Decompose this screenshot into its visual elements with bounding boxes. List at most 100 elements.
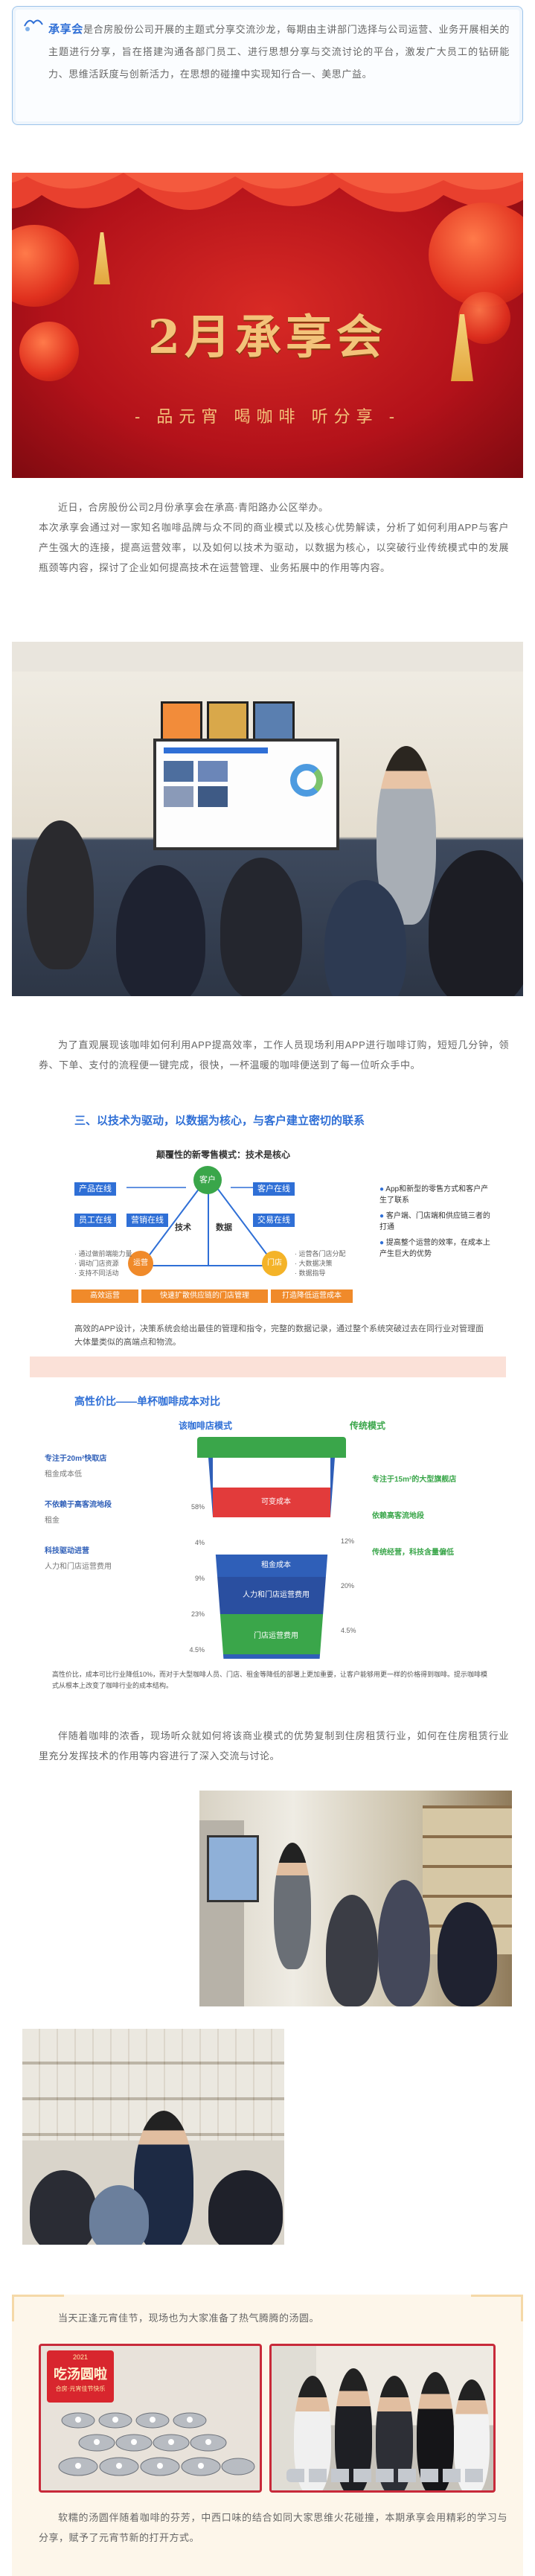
audience-member bbox=[378, 1880, 430, 2006]
intro-corner-icon bbox=[23, 17, 44, 34]
small-right-list: · 运营各门店分配 · 大数据决策 · 数据指导 bbox=[295, 1249, 354, 1278]
paragraph-intro: 近日，合房股份公司2月份承享会在承高·青阳路办公区举办。 本次承享会通过对一家知… bbox=[39, 502, 509, 573]
photo-discussion-2 bbox=[22, 2029, 284, 2245]
small-right-item: · 大数据决策 bbox=[295, 1260, 333, 1267]
slide-bullets: ● App和新型的零售方式和客户产生了联系 ● 客户端、门店端和供应链三者的打通… bbox=[379, 1184, 491, 1260]
box-transaction-online: 交易在线 bbox=[253, 1214, 295, 1227]
small-left-item: · 支持不同活动 bbox=[74, 1269, 119, 1277]
slide-footnote: 高性价比，成本可比行业降低10%，而对于大型咖啡人员、门店、租金等降低的部署上更… bbox=[52, 1671, 488, 1689]
audience-member bbox=[89, 2185, 149, 2245]
slide-image: 三、以技术为驱动，以数据为核心，与客户建立密切的联系 颠覆性的新零售模式：技术是… bbox=[30, 1102, 506, 1705]
audience-member bbox=[208, 2170, 283, 2245]
tangyuan-poster: 2021 吃汤圆啦 合房·元宵佳节快乐 bbox=[47, 2350, 114, 2403]
photo-tangyuan: 2021 吃汤圆啦 合房·元宵佳节快乐 bbox=[39, 2344, 262, 2493]
pct-right-item: 20% bbox=[341, 1582, 355, 1590]
bar-efficient-ops: 高效运营 bbox=[71, 1289, 138, 1303]
audience-member bbox=[116, 865, 205, 996]
audience-member bbox=[30, 2170, 97, 2245]
box-marketing-online: 营销在线 bbox=[126, 1214, 168, 1227]
slide-subheading: 颠覆性的新零售模式：技术是核心 bbox=[156, 1150, 291, 1160]
cup-lid bbox=[197, 1437, 346, 1458]
bullet-item: ● 提高整个运营的效率，在成本上产生巨大的优势 bbox=[379, 1239, 490, 1258]
pct-left-list: 58% 4% 9% 23% 4.5% bbox=[182, 1489, 205, 1668]
lantern-section: 当天正逢元宵佳节，现场也为大家准备了热气腾腾的汤圆。 2021 吃汤圆啦 合房·… bbox=[12, 2295, 523, 2576]
left-item: 人力和门店运营费用 bbox=[45, 1563, 112, 1571]
pct-right-list: 12% 20% 4.5% bbox=[341, 1519, 363, 1653]
bowl-row bbox=[286, 2469, 487, 2482]
corner-decor-icon bbox=[471, 2295, 523, 2321]
audience-member bbox=[27, 820, 94, 969]
slide-divider bbox=[30, 1356, 506, 1377]
audience-member bbox=[220, 858, 302, 996]
speaker bbox=[274, 1843, 311, 1969]
bar-supply-chain: 快速扩散供应链的门店管理 bbox=[141, 1289, 268, 1303]
small-right-item: · 数据指导 bbox=[295, 1269, 326, 1277]
pct-left-item: 9% bbox=[194, 1575, 205, 1582]
box-product-online: 产品在线 bbox=[74, 1182, 116, 1196]
pct-right-item: 4.5% bbox=[341, 1627, 356, 1634]
small-left-item: · 调动门店资源 bbox=[74, 1260, 119, 1267]
banner-fabric bbox=[12, 173, 523, 240]
slide-caption: 高效的APP设计，决策系统会给出最佳的管理和指令，完整的数据记录，通过整个系统突… bbox=[74, 1324, 484, 1347]
audience-member bbox=[429, 850, 523, 996]
slide-heading: 三、以技术为驱动，以数据为核心，与客户建立密切的联系 bbox=[74, 1115, 365, 1127]
audience-member bbox=[326, 1895, 378, 2006]
presentation-screen bbox=[153, 739, 339, 850]
small-left-item: · 通过做前端能力量 bbox=[74, 1250, 132, 1257]
pct-left-item: 4% bbox=[194, 1539, 205, 1546]
paragraph-lantern-festival: 当天正逢元宵佳节，现场也为大家准备了热气腾腾的汤圆。 bbox=[58, 2312, 320, 2324]
pct-left-item: 4.5% bbox=[189, 1646, 205, 1654]
banner-subtitle: - 品元宵 喝咖啡 听分享 - bbox=[134, 407, 401, 426]
right-items: 专注于15m²的大型旗舰店 依赖高客流地段 传统经营，科技含量偏低 bbox=[372, 1474, 476, 1558]
tassel-icon bbox=[94, 232, 110, 284]
section2-title: 高性价比——单杯咖啡成本对比 bbox=[74, 1395, 220, 1407]
pct-right-item: 12% bbox=[341, 1537, 355, 1545]
bullet-item: ● 客户端、门店端和供应链三者的打通 bbox=[379, 1212, 490, 1231]
node-operation: 运营 bbox=[128, 1251, 153, 1276]
audience-member bbox=[438, 1902, 497, 2006]
event-banner: 2月承享会 - 品元宵 喝咖啡 听分享 - bbox=[12, 173, 523, 478]
left-item: 租金 bbox=[45, 1517, 60, 1525]
poster-year: 2021 bbox=[72, 2353, 89, 2361]
label-tech: 技术 bbox=[175, 1223, 191, 1232]
node-store: 门店 bbox=[262, 1251, 287, 1276]
small-left-list: · 通过做前端能力量 · 调动门店资源 · 支持不同活动 bbox=[74, 1249, 134, 1278]
cup-body: 可变成本 租金成本 人力和门店运营费用 门店运营费用 bbox=[208, 1458, 335, 1659]
lantern-icon bbox=[19, 322, 79, 381]
left-items: 专注于20m²快取店 租金成本低 不依赖于高客流地段 租金 科技驱动进营 人力和… bbox=[45, 1452, 164, 1571]
bar-low-cost: 打造降低运营成本 bbox=[271, 1289, 353, 1303]
audience-member bbox=[324, 880, 406, 996]
pct-left-item: 58% bbox=[190, 1503, 205, 1511]
banner-title: 2月承享会 bbox=[147, 310, 388, 364]
label-data: 数据 bbox=[216, 1223, 232, 1232]
photo-discussion-1 bbox=[199, 1791, 512, 2006]
lantern-icon bbox=[429, 203, 523, 307]
right-item: 依赖高客流地段 bbox=[372, 1512, 424, 1520]
box-customer-online: 客户在线 bbox=[253, 1182, 295, 1196]
left-item: 科技驱动进营 bbox=[45, 1547, 89, 1555]
paragraph-closing: 软糯的汤圆伴随着咖啡的芬芳，中西口味的结合如同大家思维火花碰撞，本期承享会用精彩… bbox=[39, 2512, 507, 2543]
poster-sub: 合房·元宵佳节快乐 bbox=[55, 2385, 106, 2392]
intro-body: 是合房股份公司开展的主题式分享交流沙龙，每期由主讲部门选择与公司运营、业务开展相… bbox=[48, 24, 510, 80]
cup-band-rent: 租金成本 bbox=[213, 1555, 330, 1577]
corner-decor-icon bbox=[12, 2295, 64, 2321]
left-item: 专注于20m²快取店 bbox=[45, 1455, 107, 1463]
cup-band-labor: 人力和门店运营费用 bbox=[213, 1577, 330, 1614]
paragraph-app-order: 为了直观展现该咖啡如何利用APP提高效率，工作人员现场利用APP进行咖啡订购，短… bbox=[39, 1039, 509, 1071]
box-staff-online: 员工在线 bbox=[74, 1214, 116, 1227]
intro-box: 承享会是合房股份公司开展的主题式分享交流沙龙，每期由主讲部门选择与公司运营、业务… bbox=[12, 6, 523, 125]
poster-title: 吃汤圆啦 bbox=[54, 2367, 107, 2382]
paragraph-discussion: 伴随着咖啡的浓香，现场听众就如何将该商业模式的优势复制到住房租赁行业，如何在住房… bbox=[39, 1730, 509, 1762]
cup-band-ops: 门店运营费用 bbox=[213, 1614, 330, 1654]
photo-presentation bbox=[12, 642, 523, 996]
bowls-illustration bbox=[58, 2412, 255, 2476]
left-item: 不依赖于高客流地段 bbox=[45, 1501, 112, 1509]
col-right-title: 传统模式 bbox=[350, 1421, 386, 1431]
intro-text: 承享会是合房股份公司开展的主题式分享交流沙龙，每期由主讲部门选择与公司运营、业务… bbox=[48, 19, 510, 86]
cup-band-variable: 可变成本 bbox=[213, 1488, 330, 1517]
col-left-title: 该咖啡店模式 bbox=[179, 1421, 233, 1431]
intro-lead: 承享会 bbox=[48, 23, 83, 36]
right-item: 专注于15m²的大型旗舰店 bbox=[372, 1476, 457, 1484]
right-item: 传统经营，科技含量偏低 bbox=[372, 1549, 454, 1557]
pct-left-item: 23% bbox=[190, 1610, 205, 1618]
